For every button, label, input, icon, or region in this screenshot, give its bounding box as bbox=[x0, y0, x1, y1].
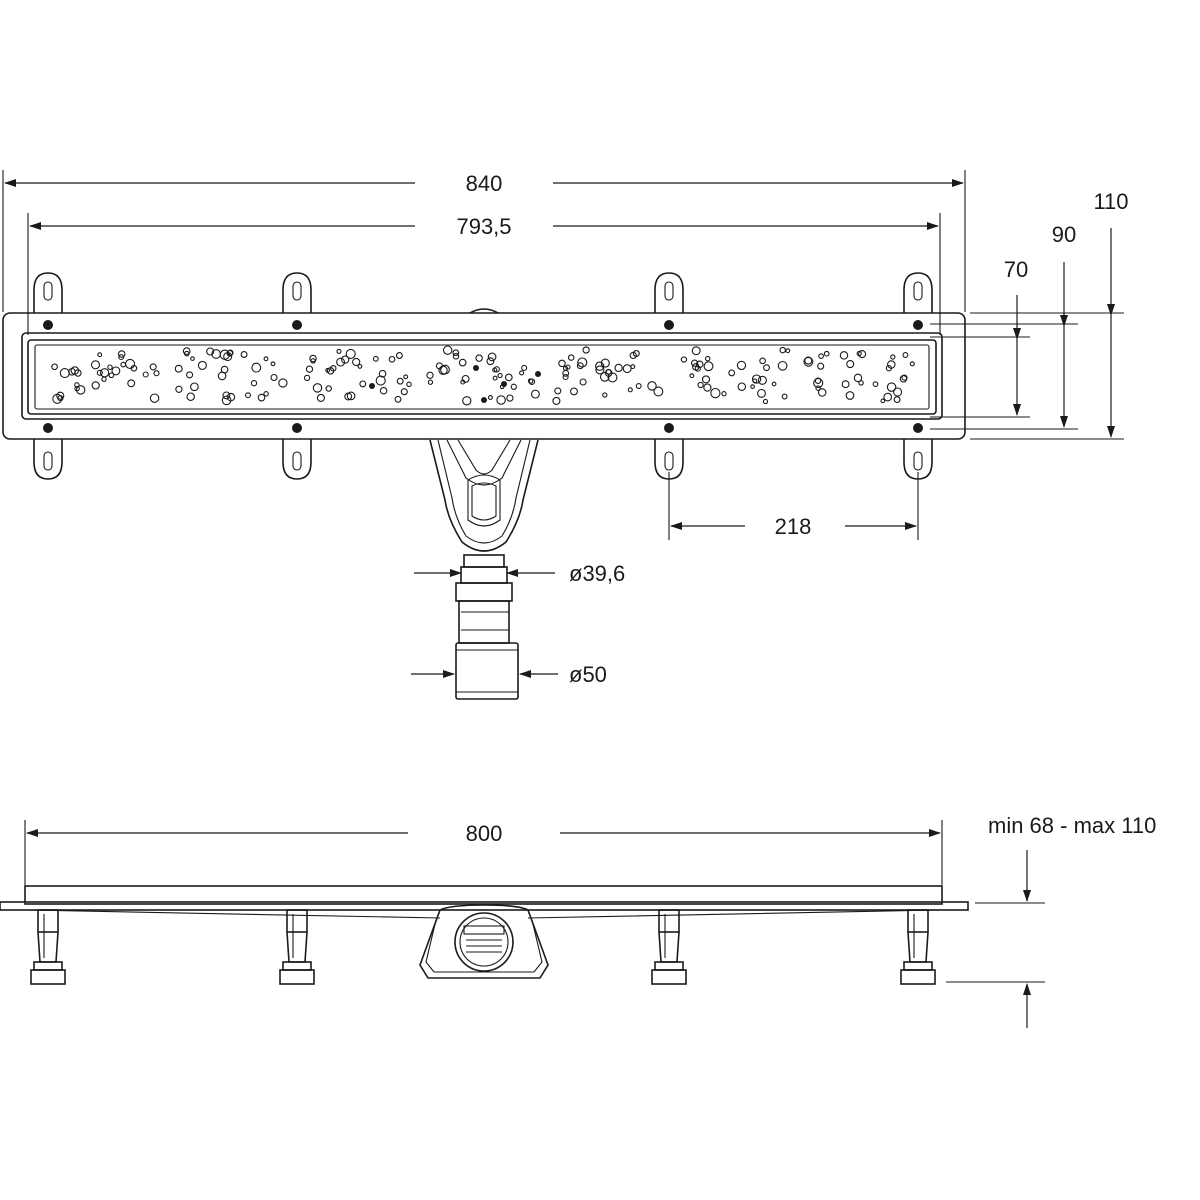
label-840: 840 bbox=[466, 171, 503, 196]
dim-foot-spacing: 218 bbox=[668, 472, 919, 540]
dim-outlet-outer: ø50 bbox=[411, 662, 607, 687]
dim-outlet-inner: ø39,6 bbox=[414, 561, 625, 586]
outer-flange bbox=[2, 312, 966, 440]
dim-height-range: min 68 - max 110 bbox=[946, 813, 1156, 1028]
label-110: 110 bbox=[1093, 189, 1128, 214]
grate bbox=[27, 339, 937, 415]
screw-holes bbox=[43, 320, 923, 433]
side-outlet bbox=[419, 904, 549, 979]
dim-heights: 70 90 110 bbox=[930, 189, 1129, 440]
dim-overall-length: 840 bbox=[2, 170, 966, 312]
label-70: 70 bbox=[1004, 257, 1028, 282]
channel-body bbox=[21, 332, 943, 420]
label-d50: ø50 bbox=[569, 662, 607, 687]
dim-inner-length: 793,5 bbox=[27, 213, 941, 335]
side-flange bbox=[0, 901, 969, 911]
dim-side-length: 800 bbox=[24, 820, 943, 885]
side-view: 800 min 68 - max 110 bbox=[0, 813, 1156, 1028]
top-view: 840 793,5 bbox=[2, 170, 1129, 700]
label-d39-6: ø39,6 bbox=[569, 561, 625, 586]
label-height-range: min 68 - max 110 bbox=[988, 813, 1156, 838]
label-218: 218 bbox=[775, 514, 812, 539]
adjustable-legs bbox=[30, 909, 936, 985]
siphon-outlet bbox=[429, 439, 539, 700]
grate-perforation bbox=[51, 345, 915, 406]
label-800: 800 bbox=[466, 821, 503, 846]
mounting-feet bbox=[33, 272, 933, 480]
side-grate bbox=[24, 885, 943, 905]
label-90: 90 bbox=[1052, 222, 1076, 247]
label-793-5: 793,5 bbox=[456, 214, 511, 239]
